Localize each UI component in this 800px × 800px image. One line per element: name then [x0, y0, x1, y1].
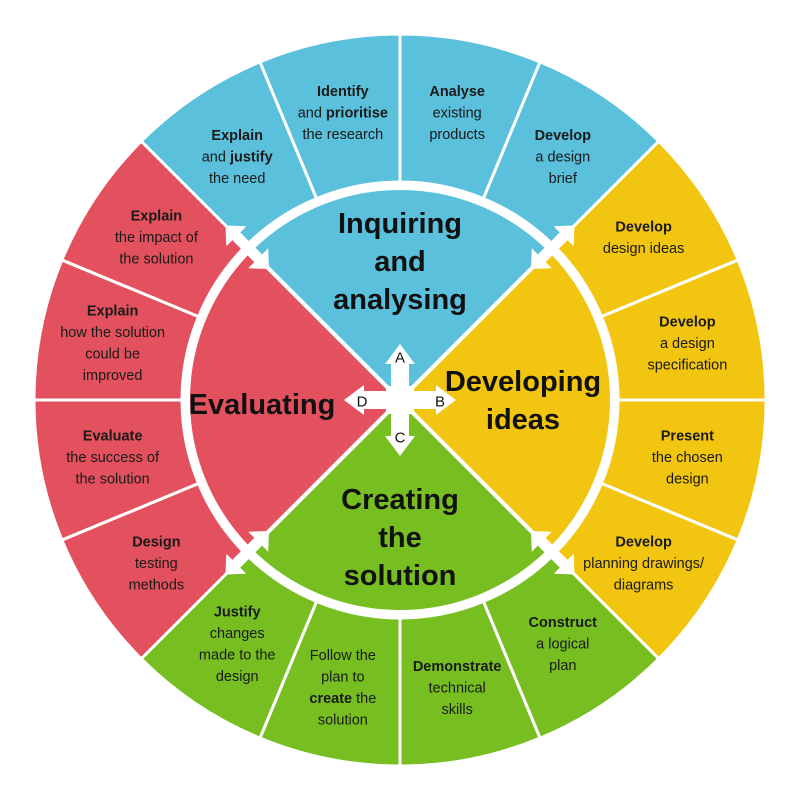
center-cross-hub: [386, 386, 414, 414]
center-label-d: D: [357, 394, 368, 411]
inner-ring-border: [182, 182, 618, 618]
center-label-b: B: [435, 394, 445, 411]
arrow-top-right-icon: [531, 225, 575, 269]
arrow-bottom-right-icon: [531, 531, 575, 575]
center-label-a: A: [395, 350, 405, 367]
evaluating-title: Evaluating: [189, 389, 336, 421]
arrow-top-left-icon: [225, 225, 269, 269]
inner-disc: [182, 182, 618, 618]
center-label-c: C: [395, 430, 406, 447]
center-cross: A B C D: [344, 344, 456, 456]
diagonal-arrows: [225, 225, 575, 575]
arrow-bottom-left-icon: [225, 531, 269, 575]
